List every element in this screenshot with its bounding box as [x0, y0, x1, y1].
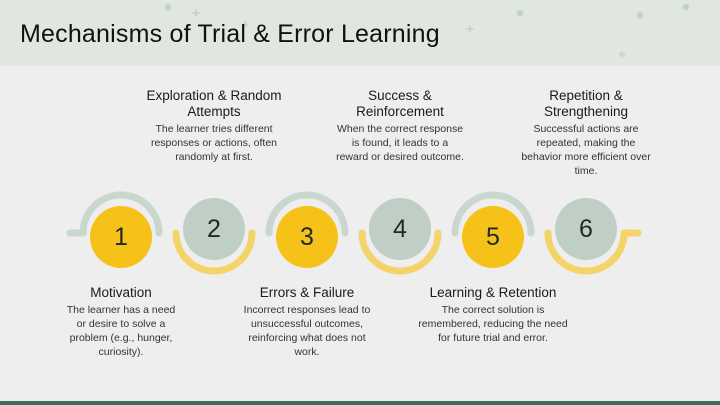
connector-arc	[358, 229, 442, 275]
connector-arc	[79, 191, 163, 237]
step-text: When the correct response is found, it l…	[336, 123, 464, 163]
step-text: Incorrect responses lead to unsuccessful…	[243, 304, 371, 358]
step-number: 2	[207, 214, 221, 243]
step-heading: Errors & Failure	[259, 285, 355, 300]
step-heading: Exploration & Random Attempts	[146, 88, 282, 119]
step-number: 6	[579, 214, 593, 243]
step-text: The learner has a need or desire to solv…	[66, 304, 176, 358]
step-heading: Motivation	[90, 285, 152, 300]
step-number: 5	[486, 222, 500, 251]
connector-arc	[265, 191, 349, 237]
step-number: 4	[393, 214, 407, 243]
step-text: The learner tries different responses or…	[150, 123, 278, 163]
footer-bar	[0, 401, 720, 405]
step-6-circle: 6	[555, 198, 617, 260]
step-3-circle: 3	[276, 206, 338, 268]
title-banner: Mechanisms of Trial & Error Learning	[0, 0, 720, 66]
step-1-circle: 1	[90, 206, 152, 268]
step-heading: Learning & Retention	[429, 285, 557, 300]
step-2-circle: 2	[183, 198, 245, 260]
step-number: 3	[300, 222, 314, 251]
connector-arc	[172, 229, 256, 275]
step-number: 1	[114, 222, 128, 251]
step-text: Successful actions are repeated, making …	[521, 123, 651, 177]
step-5-circle: 5	[462, 206, 524, 268]
sparkle-decoration	[164, 3, 690, 58]
step-text: The correct solution is remembered, redu…	[418, 304, 568, 344]
connector-arc	[544, 229, 628, 275]
step-4-circle: 4	[369, 198, 431, 260]
step-heading: Repetition & Strengthening	[543, 88, 629, 119]
slide-title: Mechanisms of Trial & Error Learning	[20, 20, 440, 48]
step-heading: Success & Reinforcement	[356, 88, 444, 119]
connector-arc	[451, 191, 535, 237]
